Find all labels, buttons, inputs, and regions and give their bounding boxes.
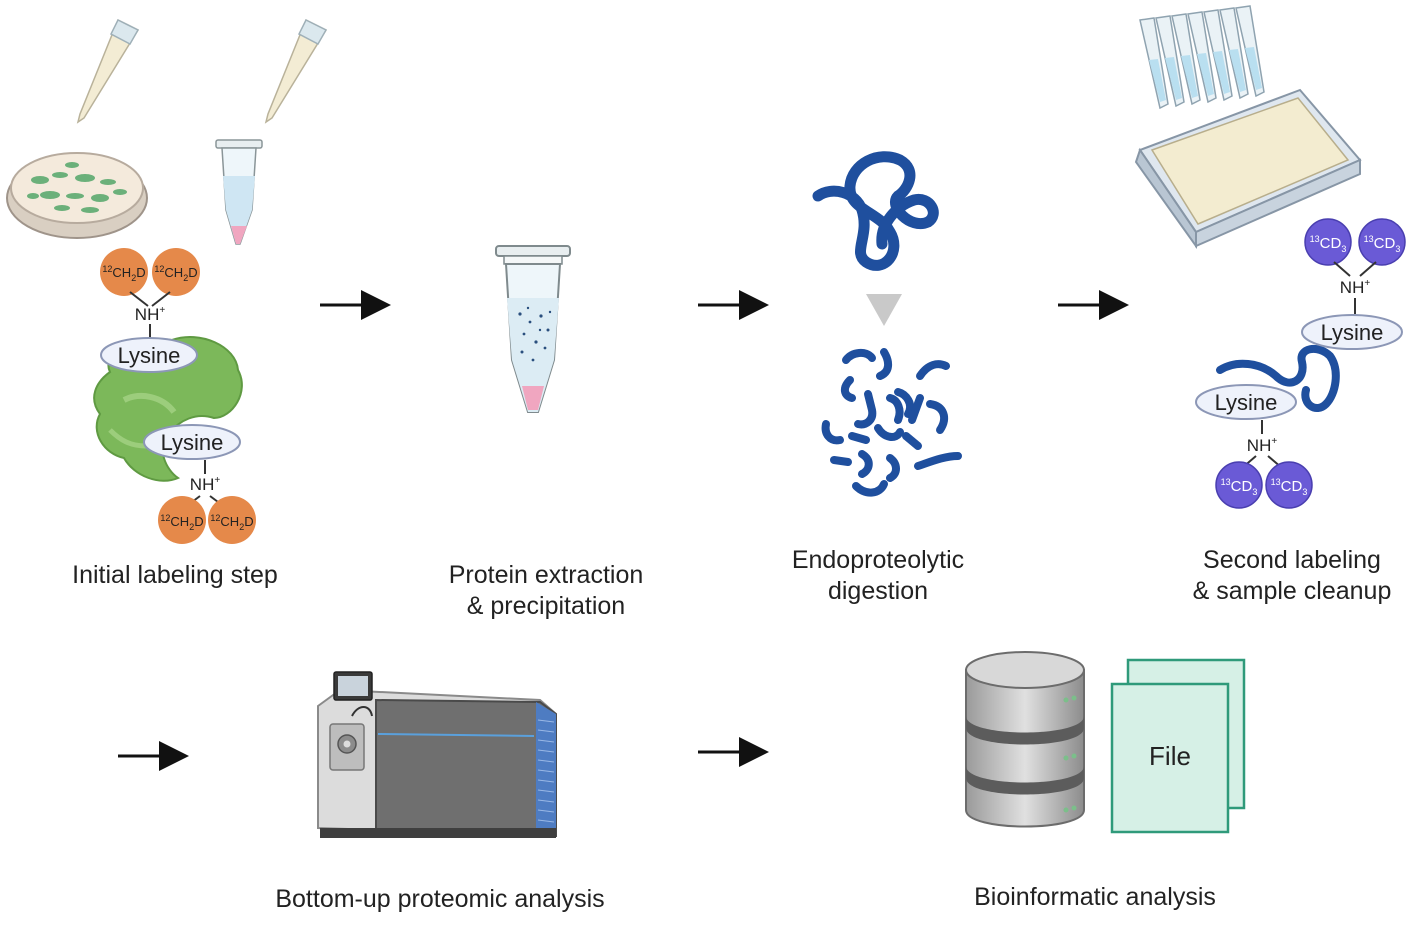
lysine-label: Lysine (118, 343, 181, 368)
caption-line: Initial labeling step (72, 561, 278, 589)
caption-line: Endoproteolytic (791, 546, 965, 574)
caption-line: digestion (827, 577, 929, 605)
caption-line: Bioinformatic analysis (974, 883, 1216, 911)
caption-line: Bottom-up proteomic analysis (275, 885, 605, 913)
protein-strand-icon (812, 151, 939, 271)
lysine-label: Lysine (1321, 320, 1384, 345)
light-group-label: 12CH2D (210, 513, 253, 532)
lysine-badge: Lysine (143, 424, 241, 460)
well-plate-icon (1134, 88, 1362, 250)
caption-line: & sample cleanup (1192, 577, 1392, 605)
precipitation-tube-icon (495, 245, 571, 413)
heavy-group-label: 13CD3 (1310, 234, 1347, 254)
heavy-group-label: 13CD3 (1364, 234, 1401, 254)
nh-plus-label: NH+ (1340, 278, 1371, 297)
pipette-icon (76, 18, 140, 124)
light-group-label: 12CH2D (160, 513, 203, 532)
multichannel-pipette-icon (1139, 5, 1265, 110)
mass-spectrometer-icon (317, 671, 557, 838)
lysine-label: Lysine (161, 430, 224, 455)
light-label-pair: NH+ 12CH2D 12CH2D (158, 460, 256, 544)
pipette-icon (264, 18, 328, 124)
caption-line: Second labeling (1203, 546, 1381, 574)
light-group-label: 12CH2D (102, 264, 145, 283)
light-label-pair: 12CH2D 12CH2D NH+ (100, 248, 200, 340)
peptide-fragments-icon (821, 348, 962, 497)
database-icon (965, 651, 1085, 828)
lysine-badge: Lysine (1301, 314, 1403, 350)
petri-dish-icon (6, 152, 148, 239)
lysine-badge: Lysine (100, 337, 198, 373)
caption-extraction: Protein extraction & precipitation (410, 560, 682, 622)
caption-second: Second labeling & sample cleanup (1170, 545, 1414, 607)
caption-line: & precipitation (466, 592, 626, 620)
heavy-group-label: 13CD3 (1271, 477, 1308, 497)
lysine-label: Lysine (1215, 390, 1278, 415)
caption-initial: Initial labeling step (40, 560, 310, 591)
caption-line: Protein extraction (448, 561, 644, 589)
tube-icon (215, 139, 263, 245)
file-label: File (1149, 741, 1191, 771)
caption-digestion: Endoproteolytic digestion (756, 545, 1000, 607)
nh-plus-label: NH+ (190, 475, 221, 494)
heavy-group-label: 13CD3 (1221, 477, 1258, 497)
heavy-label-pair: 13CD3 13CD3 NH+ (1304, 218, 1406, 314)
caption-bioinfo: Bioinformatic analysis (930, 882, 1260, 913)
lysine-badge: Lysine (1195, 384, 1297, 420)
nh-plus-label: NH+ (1247, 436, 1278, 455)
labeled-peptide-icon (1216, 344, 1340, 412)
caption-bottomup: Bottom-up proteomic analysis (230, 884, 650, 915)
nh-plus-label: NH+ (135, 305, 166, 324)
file-icon: File (1110, 658, 1246, 834)
down-triangle-icon (866, 294, 902, 326)
light-group-label: 12CH2D (154, 264, 197, 283)
heavy-label-pair: NH+ 13CD3 13CD3 (1215, 420, 1313, 509)
